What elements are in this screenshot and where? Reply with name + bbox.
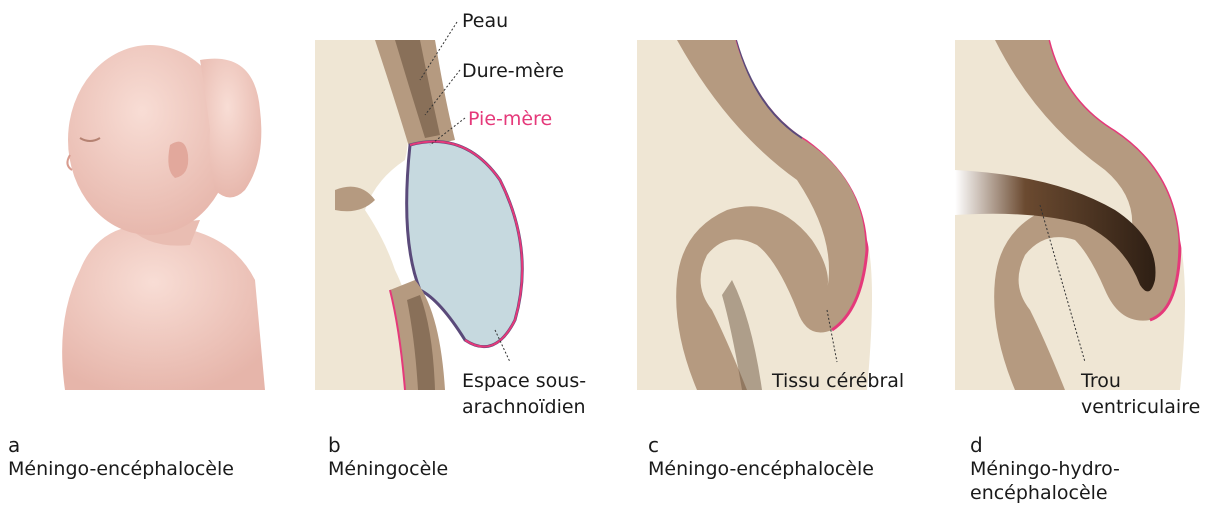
caption-a: Méningo-encéphalocèle <box>8 457 234 481</box>
label-pie-mere: Pie-mère <box>468 108 552 131</box>
label-trou-line2: ventriculaire <box>1081 396 1200 419</box>
label-tissu-cerebral: Tissu cérébral <box>772 370 904 393</box>
caption-c: Méningo-encéphalocèle <box>648 457 874 481</box>
label-espace-line1: Espace sous- <box>462 370 586 393</box>
label-peau: Peau <box>462 10 508 33</box>
label-espace-line2: arachnoïdien <box>462 396 586 419</box>
panel-letter-a: a <box>8 434 20 456</box>
label-trou-line1: Trou <box>1081 370 1121 393</box>
panel-letter-b: b <box>328 434 341 456</box>
label-dure-mere: Dure-mère <box>462 60 564 83</box>
panel-letter-c: c <box>648 434 659 456</box>
caption-d-line2: encéphalocèle <box>970 481 1108 505</box>
caption-b: Méningocèle <box>328 457 448 481</box>
caption-d-line1: Méningo-hydro- <box>970 457 1120 481</box>
panel-letter-d: d <box>970 434 983 456</box>
